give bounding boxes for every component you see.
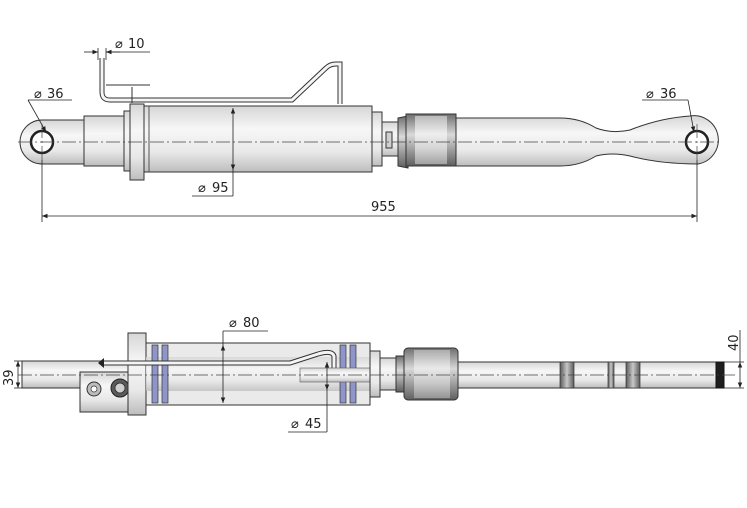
top-right-rod-eye <box>455 115 719 167</box>
dim-symbol-left-eye: ⌀ <box>34 87 42 102</box>
dim-right-eye: 36 <box>660 87 677 102</box>
dim-symbol-pipe: ⌀ <box>115 37 123 52</box>
dim-left-eye: 36 <box>47 87 64 102</box>
dim-symbol-right-eye: ⌀ <box>646 87 654 102</box>
bottom-flange <box>127 332 147 416</box>
dim-symbol-body: ⌀ <box>198 181 206 196</box>
dim-symbol-bore: ⌀ <box>229 316 237 331</box>
dim-left-width: 39 <box>2 369 17 386</box>
top-barrel <box>143 105 373 173</box>
dim-rod: 45 <box>305 417 322 432</box>
top-hydraulic-pipe <box>99 58 343 104</box>
dim-overall-length: 955 <box>371 200 396 215</box>
dim-right-width: 40 <box>727 334 742 351</box>
dim-symbol-rod: ⌀ <box>291 417 299 432</box>
top-rear-head <box>83 115 127 167</box>
bottom-view: ⌀ 80 ⌀ 45 39 40 <box>2 316 744 433</box>
dim-body-diameter: 95 <box>212 181 229 196</box>
dim-pipe-diameter: 10 <box>128 37 145 52</box>
top-view: ⌀ 10 ⌀ 36 ⌀ 36 ⌀ 95 955 <box>18 37 722 222</box>
dim-bore: 80 <box>243 316 260 331</box>
